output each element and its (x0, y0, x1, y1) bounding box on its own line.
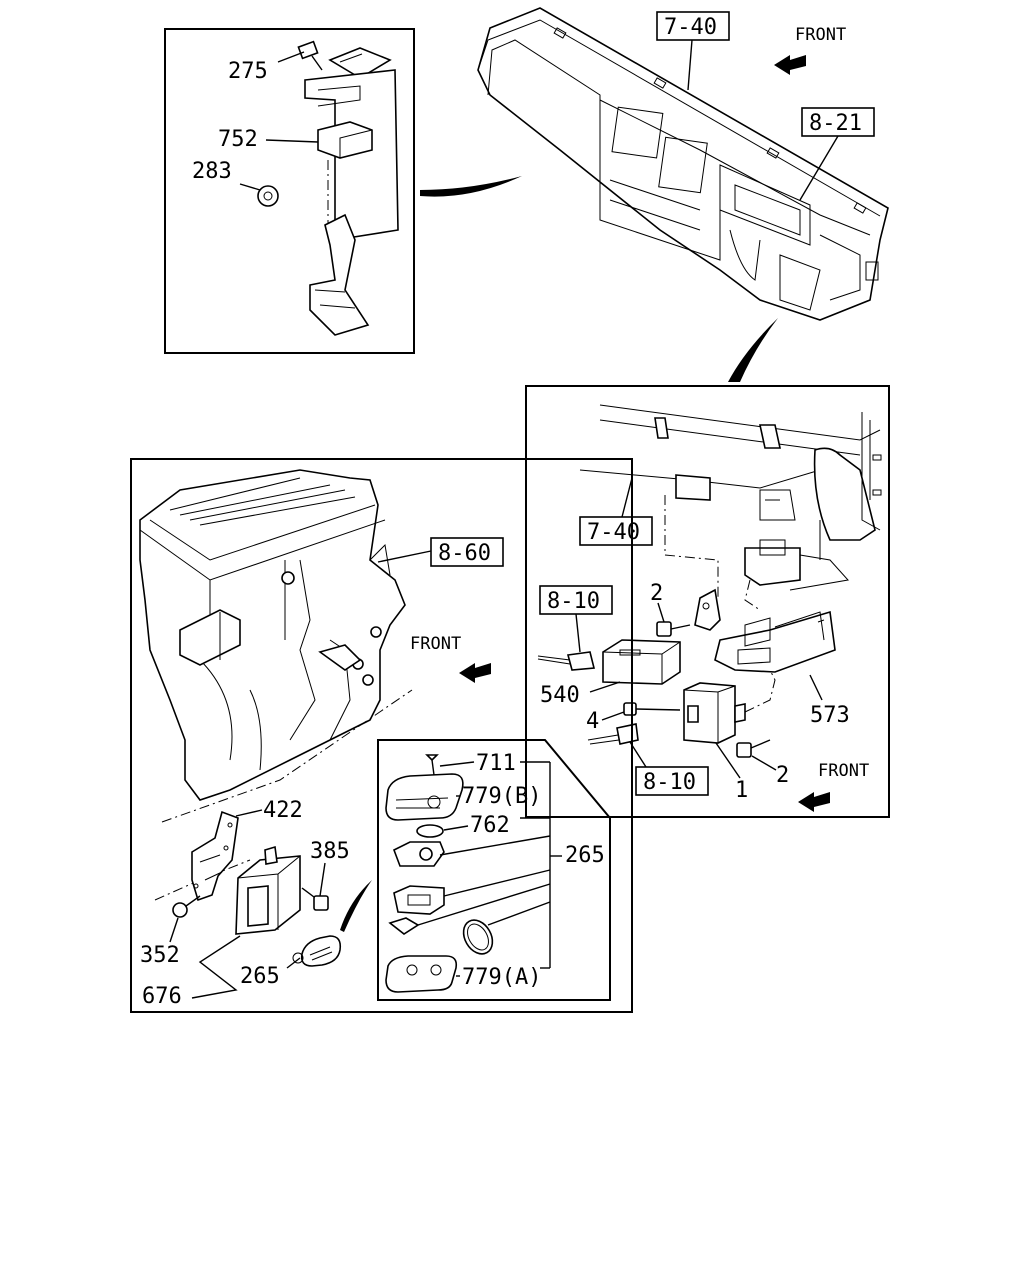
ref-dash-panel-top[interactable]: 7-40 (656, 11, 730, 41)
bolt-385 (301, 887, 329, 911)
ref-heater-unit-label: 8-60 (438, 541, 491, 566)
label-283: 283 (192, 159, 232, 184)
label-2-upper: 2 (650, 581, 663, 606)
label-275: 275 (228, 59, 268, 84)
label-422: 422 (263, 798, 303, 823)
screw-711 (425, 754, 439, 776)
label-385: 385 (310, 839, 350, 864)
ref-relay-a[interactable]: 8-10 (539, 585, 613, 615)
ref-dash-panel-detail[interactable]: 7-40 (579, 516, 653, 546)
bracket-detail-panel (164, 28, 415, 354)
label-265-fob: 265 (240, 964, 280, 989)
front-label-heater: FRONT (410, 634, 461, 654)
label-779b: 779(B) (462, 784, 541, 809)
dashboard-assembly (477, 7, 889, 321)
label-2-lower: 2 (776, 763, 789, 788)
key-fob-detail-panel (377, 739, 611, 1001)
bolt-2-lower (736, 739, 771, 758)
nut-283-icon (257, 185, 279, 207)
heater-detail-panel (130, 458, 633, 1013)
ref-meter-cluster-label: 8-21 (809, 111, 862, 136)
front-label-top: FRONT (795, 25, 846, 45)
label-752: 752 (218, 127, 258, 152)
label-265-kit: 265 (565, 843, 605, 868)
pointer-to-bracket-detail-icon (420, 176, 522, 197)
label-711: 711 (476, 751, 516, 776)
label-676: 676 (142, 984, 182, 1009)
label-1: 1 (735, 778, 748, 803)
front-indicator-heater: FRONT (410, 634, 491, 683)
front-indicator-relay: FRONT (798, 761, 869, 812)
front-label-relay: FRONT (818, 761, 869, 781)
label-4: 4 (586, 709, 599, 734)
ref-meter-cluster[interactable]: 8-21 (801, 107, 875, 137)
front-arrow-top-icon (774, 55, 806, 75)
ref-relay-b-label: 8-10 (643, 770, 696, 795)
ref-dash-panel-top-label: 7-40 (664, 15, 717, 40)
bolt-275 (297, 40, 323, 71)
ref-relay-a-label: 8-10 (547, 589, 600, 614)
front-indicator-top: FRONT (774, 25, 846, 75)
label-779a: 779(A) (462, 965, 541, 990)
front-arrow-heater-icon (459, 663, 491, 683)
screw-352 (172, 895, 201, 918)
label-540: 540 (540, 683, 580, 708)
front-arrow-relay-icon (798, 792, 830, 812)
key-fob-265 (292, 935, 342, 967)
label-573: 573 (810, 703, 850, 728)
bolt-2-upper (656, 621, 691, 637)
label-762: 762 (470, 813, 510, 838)
label-352: 352 (140, 943, 180, 968)
ref-relay-b[interactable]: 8-10 (635, 766, 709, 796)
relay-detail-panel (525, 385, 890, 818)
pointer-to-key-detail-icon (340, 880, 372, 932)
pointer-to-relay-detail-icon (728, 318, 778, 382)
ref-heater-unit[interactable]: 8-60 (430, 537, 504, 567)
